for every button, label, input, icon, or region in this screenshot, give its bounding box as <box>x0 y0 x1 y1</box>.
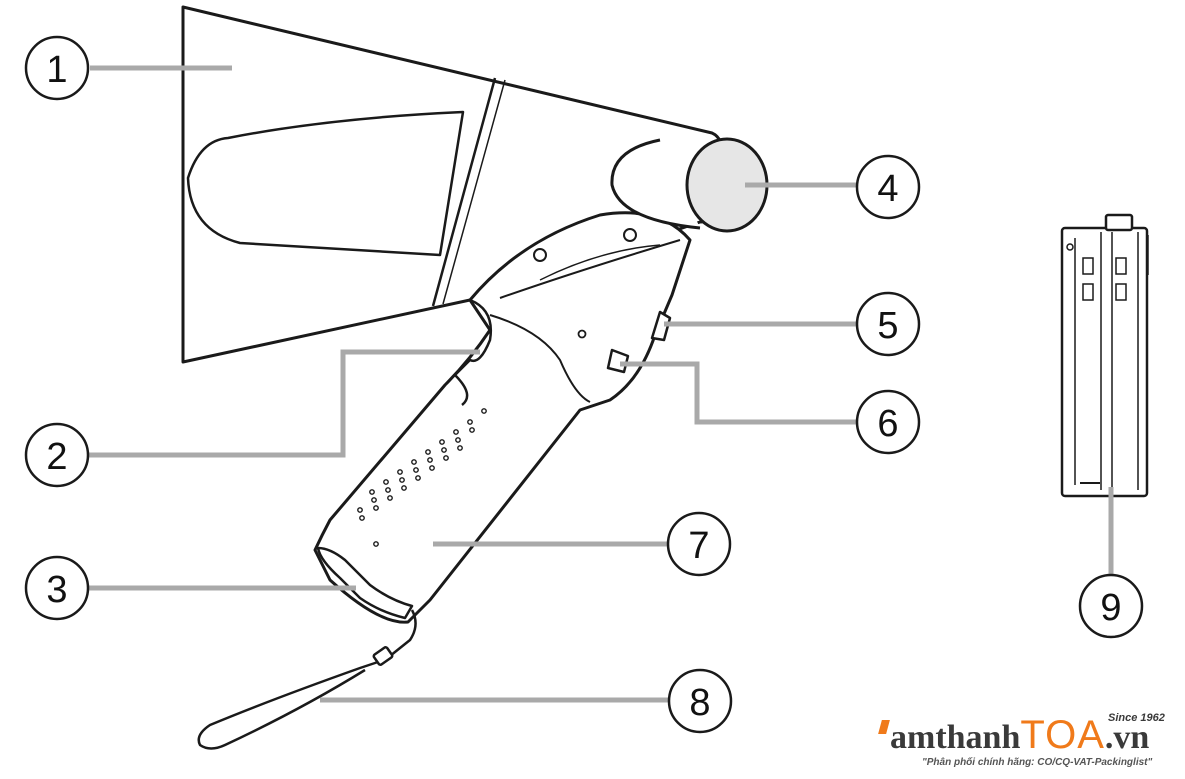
svg-text:6: 6 <box>877 403 898 445</box>
logo-am-text: amthanh <box>890 719 1021 756</box>
battery-case <box>1060 213 1149 498</box>
logo-vn-text: .vn <box>1104 719 1150 756</box>
svg-text:3: 3 <box>46 569 67 611</box>
callout-1: 1 <box>24 35 90 101</box>
leader-lines <box>88 65 1114 703</box>
handle-body <box>313 211 692 624</box>
svg-text:7: 7 <box>688 525 709 567</box>
callout-6: 6 <box>855 389 921 455</box>
logo-toa-text: TOA <box>1020 713 1105 757</box>
leader-2 <box>88 349 480 458</box>
callouts: 1 2 3 4 5 6 7 8 <box>24 35 1144 734</box>
brand-logo: amthanhTOA.vn Since 1962 "Phân phối chín… <box>878 712 1175 772</box>
svg-text:4: 4 <box>877 168 898 210</box>
svg-text:2: 2 <box>46 436 67 478</box>
svg-text:1: 1 <box>46 49 67 91</box>
callout-9: 9 <box>1078 573 1144 639</box>
callout-8: 8 <box>667 668 733 734</box>
logo-tagline: "Phân phối chính hãng: CO/CQ-VAT-Packing… <box>922 757 1153 768</box>
svg-text:5: 5 <box>877 305 898 347</box>
svg-text:8: 8 <box>689 682 710 724</box>
grip-holes <box>357 408 487 547</box>
callout-2: 2 <box>24 422 90 488</box>
logo-wordmark: amthanhTOA.vn <box>880 712 1149 767</box>
leader-6 <box>620 361 857 425</box>
svg-text:9: 9 <box>1100 587 1121 629</box>
callout-5: 5 <box>855 291 921 357</box>
strap <box>197 609 417 750</box>
callout-7: 7 <box>666 511 732 577</box>
callout-4: 4 <box>855 154 921 220</box>
microphone <box>610 137 769 233</box>
logo-since-text: Since 1962 <box>1108 712 1165 724</box>
callout-3: 3 <box>24 555 90 621</box>
